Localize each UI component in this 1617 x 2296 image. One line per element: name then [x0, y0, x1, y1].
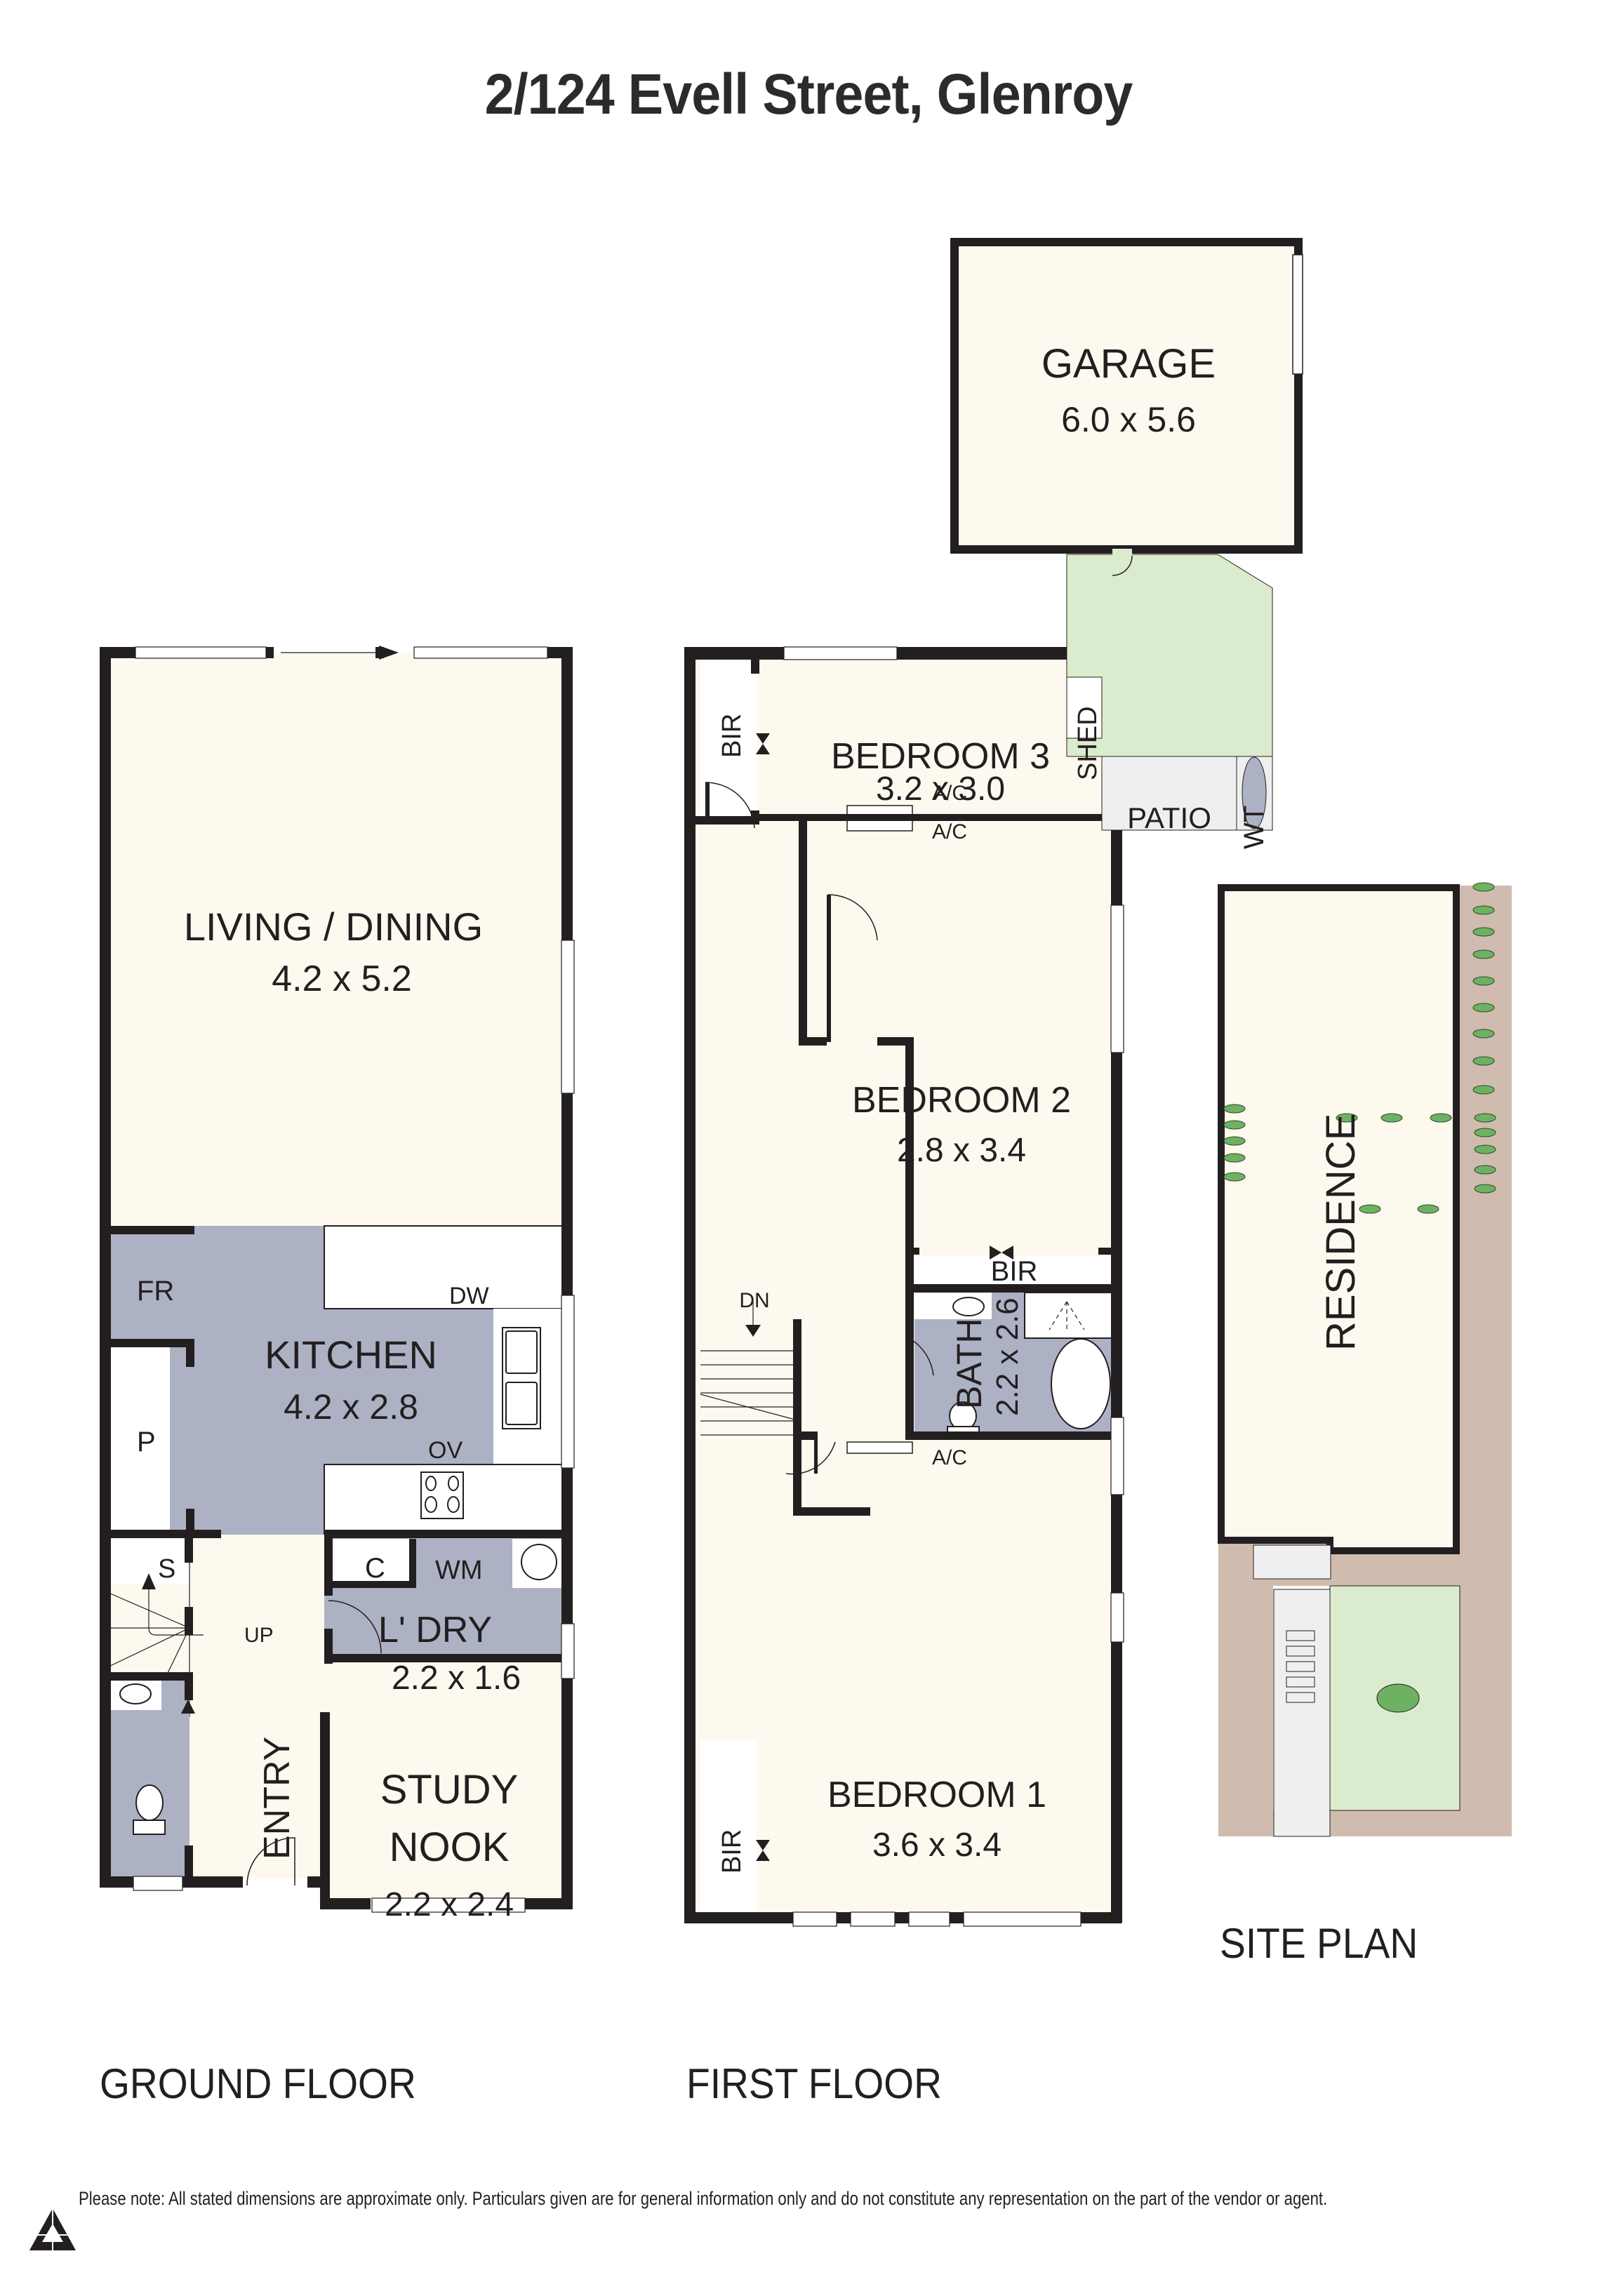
bir-bedroom1	[700, 1740, 757, 1916]
oven-label: OV	[428, 1437, 463, 1464]
bath-basin-icon	[952, 1297, 985, 1316]
kitchen-bench-top	[324, 1225, 572, 1309]
kitchen-area	[109, 1226, 493, 1535]
living-room-name: LIVING / DINING	[184, 905, 483, 949]
patio	[1101, 756, 1237, 831]
bir-bedroom2	[911, 1256, 1112, 1284]
first-floor-walls	[684, 647, 1122, 1923]
toilet-icon	[133, 1784, 166, 1835]
garage-door	[1292, 254, 1303, 375]
bir-door-arrows-icon	[756, 733, 1013, 1861]
dishwasher-label: DW	[449, 1283, 489, 1309]
stairs-up-arrow-icon	[142, 1573, 156, 1589]
ac-label: A/C	[932, 1446, 967, 1469]
site-plan-label: SITE PLAN	[1220, 1920, 1418, 1967]
living-dining-room	[109, 653, 572, 1228]
tree-icon	[1376, 1683, 1420, 1713]
stairs-up-label: UP	[244, 1624, 274, 1647]
kitchen-dims: 4.2 x 2.8	[284, 1387, 418, 1427]
fridge-label: FR	[137, 1276, 174, 1307]
first-floor-label: FIRST FLOOR	[686, 2060, 942, 2107]
washing-machine-label: WM	[435, 1556, 483, 1585]
page-title: 2/124 Evell Street, Glenroy	[484, 62, 1133, 126]
basin-icon	[119, 1683, 152, 1704]
study-name-line2: NOOK	[390, 1824, 510, 1870]
laundry-name: L' DRY	[378, 1610, 492, 1650]
garage-dims: 6.0 x 5.6	[1061, 400, 1196, 439]
storage-label: S	[158, 1554, 175, 1584]
cupboard	[328, 1539, 409, 1584]
kitchen-name: KITCHEN	[265, 1333, 437, 1377]
patio-label: PATIO	[1127, 801, 1211, 834]
water-tank-label: WT	[1239, 806, 1270, 849]
stepping-stones	[1286, 1630, 1315, 1703]
ac-label: A/C	[932, 782, 967, 805]
ac-unit-icon	[846, 1441, 913, 1454]
sliding-door-arrow-icon	[379, 646, 399, 660]
ac-label: A/C	[932, 820, 967, 843]
kitchen-bench-side	[493, 1309, 571, 1464]
bir-label: BIR	[991, 1256, 1038, 1287]
bedroom1-name: BEDROOM 1	[827, 1775, 1046, 1815]
garden-bed-right	[1454, 886, 1512, 1836]
laundry-dims: 2.2 x 1.6	[392, 1660, 521, 1697]
shower	[1024, 1292, 1113, 1339]
stairs-down-arrow-icon	[745, 1325, 761, 1337]
porch	[1253, 1544, 1331, 1580]
shower-icon	[1049, 1301, 1085, 1332]
bedroom2-name: BEDROOM 2	[852, 1080, 1071, 1121]
stairs-down-label: DN	[739, 1289, 769, 1312]
bath-name: BATH	[950, 1318, 989, 1409]
entry-door-swing	[246, 1837, 295, 1886]
shed	[1066, 676, 1103, 739]
cupboard-label: C	[365, 1553, 385, 1584]
study-nook	[324, 1661, 571, 1900]
pantry	[109, 1347, 165, 1535]
bedroom2-dims: 2.8 x 3.4	[897, 1132, 1026, 1169]
bedroom1-dims: 3.6 x 3.4	[872, 1827, 1002, 1864]
garden-bed-left	[1218, 1544, 1253, 1836]
front-path	[1273, 1589, 1331, 1837]
kitchen-sink-icon	[502, 1327, 541, 1429]
ground-floor-plan: LIVING / DINING 4.2 x 5.2 KITCHEN 4.2 x …	[100, 646, 575, 1923]
first-floor-plan: BEDROOM 3 3.2 x 3.0 BEDROOM 2 2.8 x 3.4 …	[684, 646, 1124, 1927]
garage-name: GARAGE	[1042, 341, 1216, 387]
garden-bed-bottom	[1218, 1810, 1512, 1836]
living-room-dims: 4.2 x 5.2	[272, 959, 411, 999]
trough-basin-icon	[521, 1544, 557, 1580]
garage	[950, 238, 1303, 554]
entry-label: ENTRY	[257, 1737, 298, 1860]
company-logo-icon	[29, 2208, 76, 2250]
stairs-down-lines	[700, 1298, 801, 1436]
bath-dims: 2.2 x 2.6	[990, 1297, 1025, 1416]
bedroom3-name: BEDROOM 3	[831, 736, 1050, 777]
door-arrow-icon	[181, 1700, 195, 1714]
study-dims: 2.2 x 2.4	[385, 1886, 514, 1923]
residence-label: RESIDENCE	[1318, 1114, 1364, 1351]
powder-room	[109, 1677, 189, 1878]
laundry-door-swing	[328, 1600, 382, 1654]
shrub-icons	[1223, 882, 1496, 1214]
site-plan: GARAGE 6.0 x 5.6 SHED PATIO WT RESIDENCE	[950, 238, 1512, 1837]
garage-access-door	[1112, 549, 1132, 557]
bir-label: BIR	[717, 1829, 747, 1874]
bathtub-icon	[1051, 1338, 1111, 1429]
kitchen-bench-bottom	[324, 1464, 572, 1535]
disclaimer-note: Please note: All stated dimensions are a…	[79, 2188, 1328, 2209]
ground-floor-walls	[100, 647, 573, 1909]
study-name-line1: STUDY	[380, 1767, 519, 1813]
ground-floor-label: GROUND FLOOR	[100, 2060, 416, 2107]
pantry-label: P	[137, 1427, 156, 1457]
bir-label: BIR	[717, 714, 747, 758]
ground-floor-windows	[133, 646, 575, 1913]
water-tank-icon	[1242, 756, 1267, 829]
shed-label: SHED	[1073, 706, 1103, 780]
bir-bedroom3	[700, 660, 757, 825]
entry-hall	[189, 1535, 324, 1878]
cooktop-icon	[420, 1471, 464, 1519]
garage-access-door-swing	[1112, 555, 1133, 576]
bedroom3-dims: 3.2 x 3.0	[876, 770, 1005, 808]
